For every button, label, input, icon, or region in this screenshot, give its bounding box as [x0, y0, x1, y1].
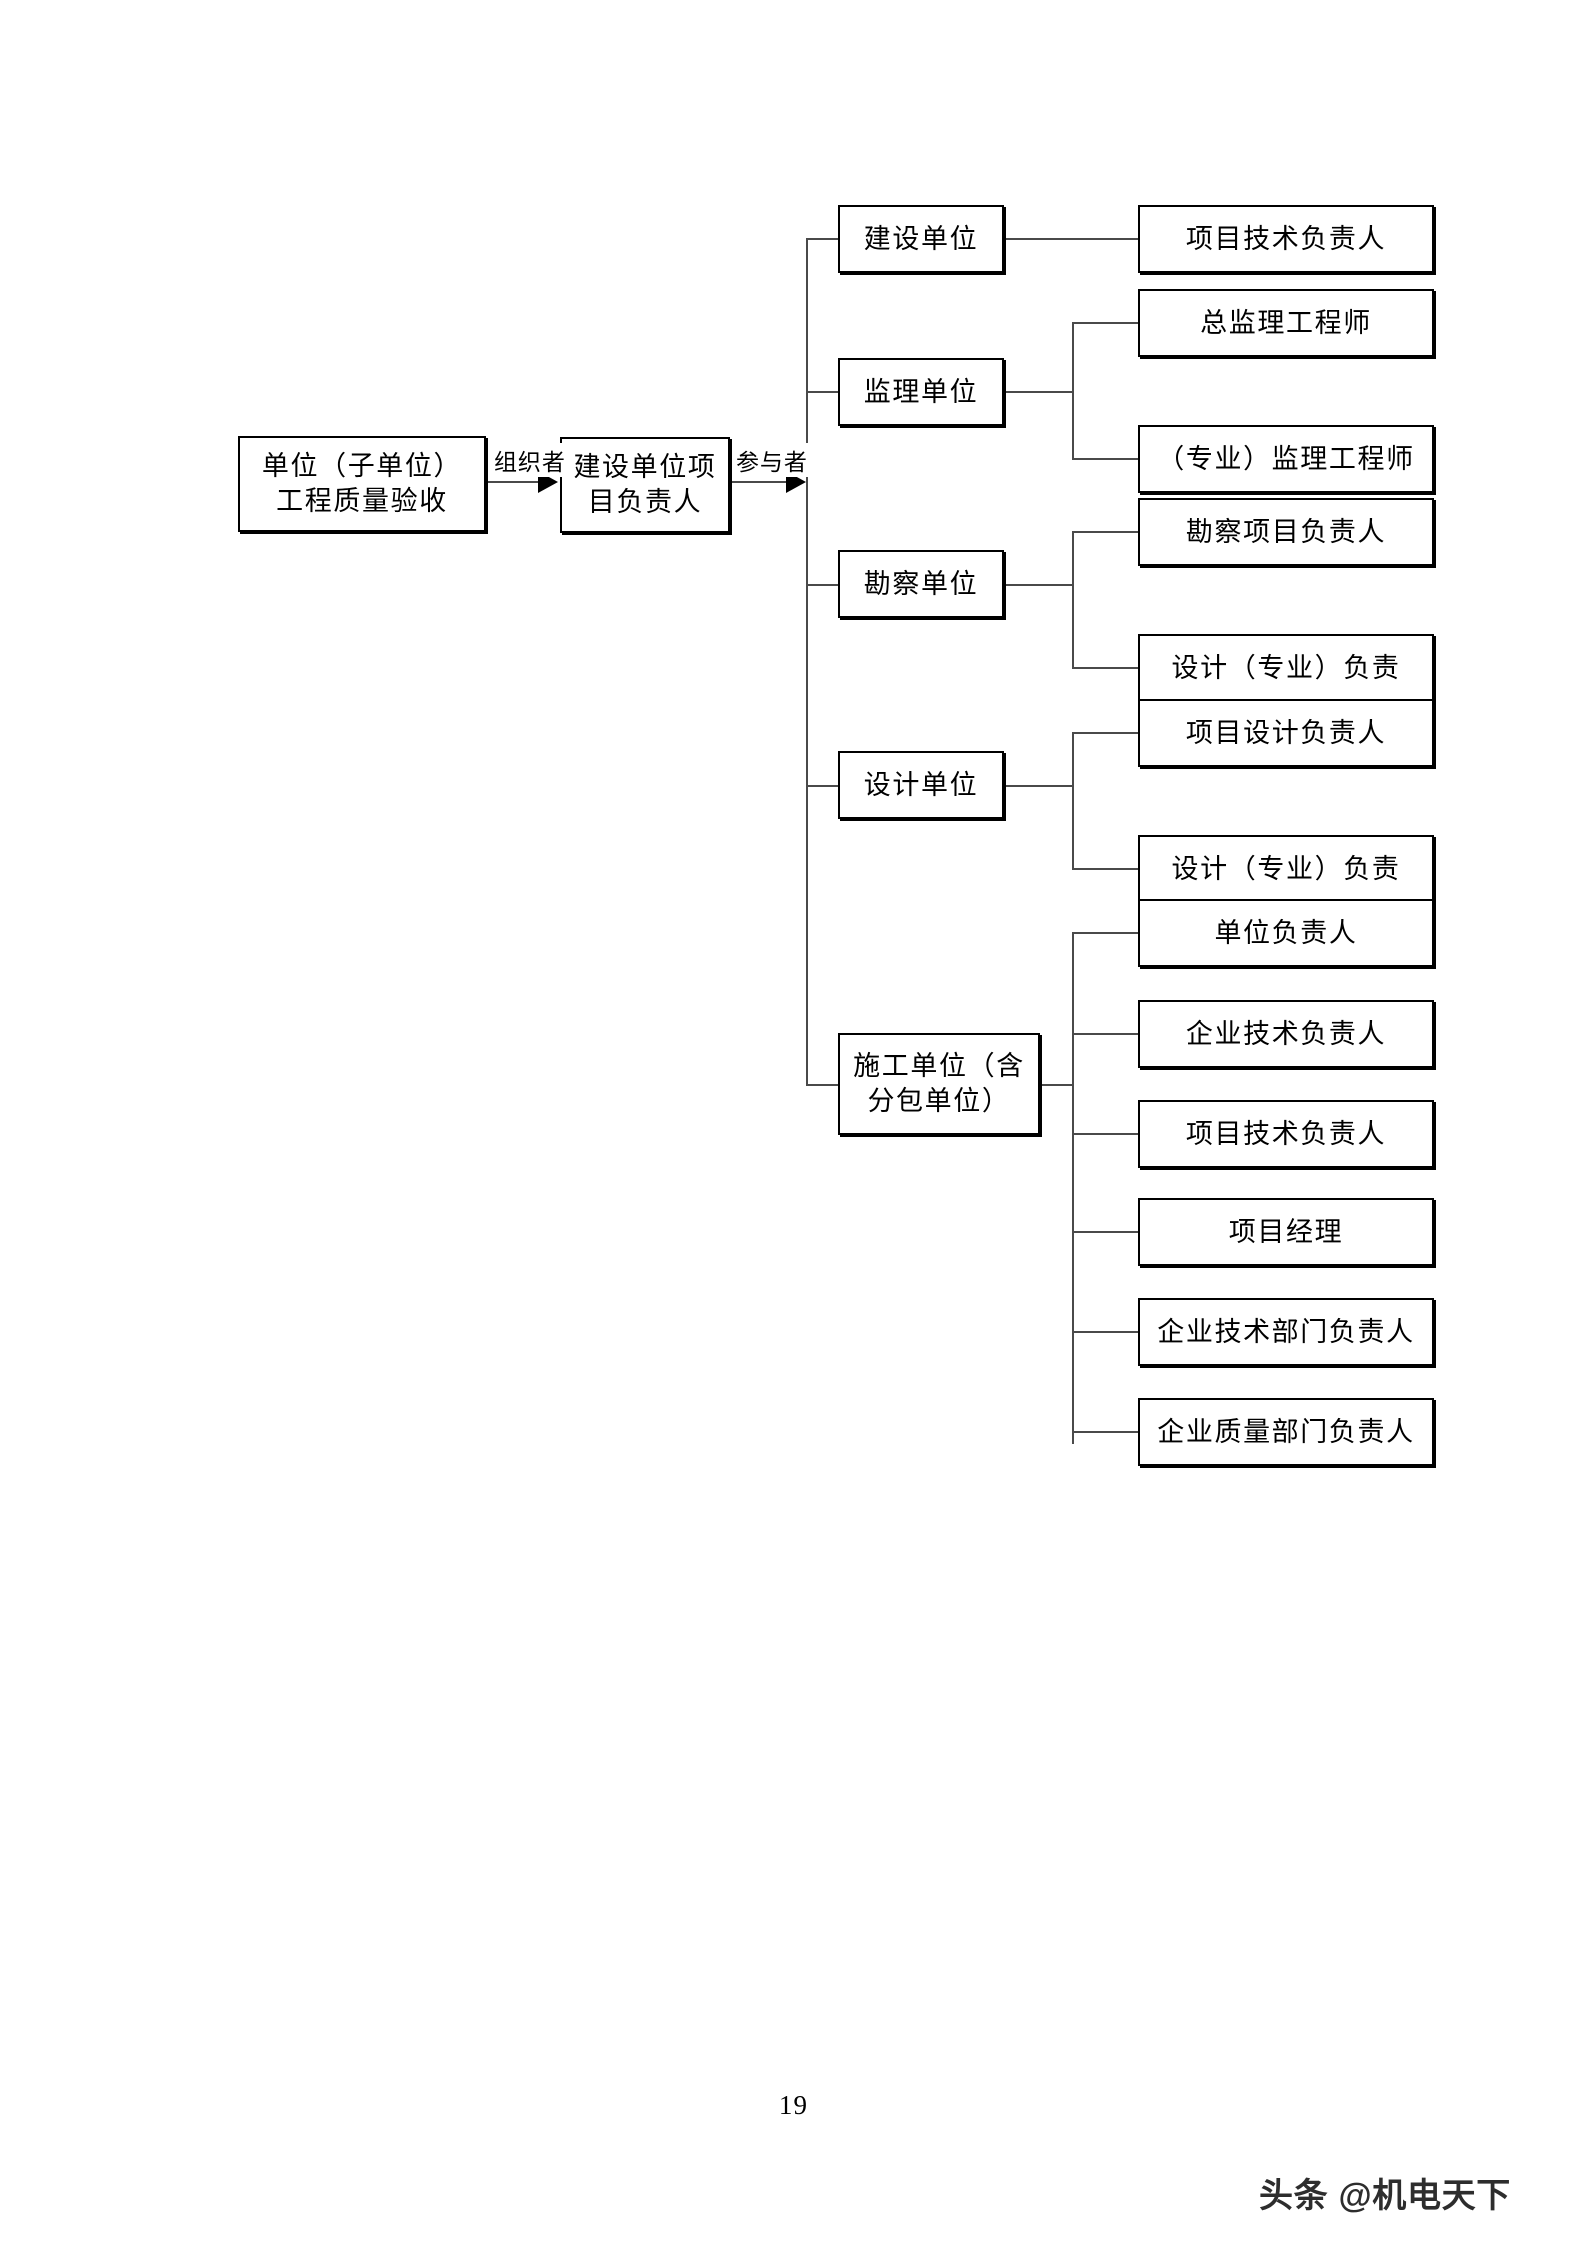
connector-unit-1-to-leaf-0 [1072, 322, 1140, 324]
node-project-manager-label: 建设单位项 目负责人 [573, 452, 717, 517]
connector-unit-4-to-leaf-3 [1072, 1231, 1140, 1233]
page-number: 19 [778, 2090, 809, 2120]
connector-unit-4-to-leaf-4 [1072, 1331, 1140, 1333]
connector-unit-3-to-leaf-1 [1072, 868, 1140, 870]
node-leaf-design-specialty-lead-label: 设计（专业）负责 [1171, 853, 1401, 884]
node-project-manager: 建设单位项 目负责人 [560, 437, 730, 533]
node-leaf-company-quality-dept-head: 企业质量部门负责人 [1138, 1398, 1434, 1466]
node-leaf-chief-supervision-engineer-label: 总监理工程师 [1200, 307, 1372, 338]
node-leaf-survey-specialty-lead-label: 设计（专业）负责 [1171, 652, 1401, 683]
connector-unit-2-to-leaf-1 [1072, 667, 1140, 669]
connector-trunk-to-unit-0 [806, 238, 840, 240]
node-leaf-project-manager-role: 项目经理 [1138, 1198, 1434, 1266]
node-leaf-survey-specialty-lead: 设计（专业）负责 [1138, 634, 1434, 702]
connector-trunk-to-unit-3 [806, 785, 840, 787]
connector-participant-line [730, 481, 788, 483]
connector-trunk-to-unit-1 [806, 391, 840, 393]
node-leaf-design-project-lead-label: 项目设计负责人 [1185, 717, 1387, 748]
connector-unit-2-to-leaf-0 [1072, 531, 1140, 533]
node-unit-design: 设计单位 [838, 751, 1004, 819]
connector-unit-3-stem [1004, 785, 1074, 787]
node-leaf-company-tech-dept-head-label: 企业技术部门负责人 [1157, 1316, 1415, 1347]
node-leaf-project-tech-head-label: 项目技术负责人 [1185, 1118, 1387, 1149]
connector-unit-1-to-leaf-1 [1072, 458, 1140, 460]
node-unit-construction-owner: 建设单位 [838, 205, 1004, 273]
node-unit-contractor-label: 施工单位（含 分包单位） [853, 1051, 1025, 1116]
node-unit-survey-label: 勘察单位 [863, 568, 979, 599]
edge-label-organizer: 组织者 [492, 443, 568, 477]
node-unit-design-label: 设计单位 [863, 769, 979, 800]
connector-unit-4-stem [1040, 1084, 1074, 1086]
connector-unit-4-to-leaf-1 [1072, 1033, 1140, 1035]
connector-unit-4-bracket [1072, 932, 1074, 1444]
connector-unit-2-stem [1004, 584, 1074, 586]
node-leaf-chief-supervision-engineer: 总监理工程师 [1138, 289, 1434, 357]
node-leaf-survey-project-lead-label: 勘察项目负责人 [1185, 516, 1387, 547]
node-leaf-company-quality-dept-head-label: 企业质量部门负责人 [1157, 1416, 1415, 1447]
node-leaf-specialty-supervision-engineer: （专业）监理工程师 [1138, 425, 1434, 493]
connector-trunk-to-unit-2 [806, 584, 840, 586]
connector-unit-4-to-leaf-0 [1072, 932, 1140, 934]
node-leaf-survey-project-lead: 勘察项目负责人 [1138, 498, 1434, 566]
node-leaf-company-head-label: 单位负责人 [1214, 917, 1358, 948]
node-leaf-specialty-supervision-engineer-label: （专业）监理工程师 [1157, 443, 1415, 474]
edge-label-participant: 参与者 [734, 443, 810, 477]
connector-unit-1-stem [1004, 391, 1074, 393]
node-leaf-company-tech-dept-head: 企业技术部门负责人 [1138, 1298, 1434, 1366]
connector-unit-3-bracket [1072, 732, 1074, 870]
node-leaf-company-head: 单位负责人 [1138, 899, 1434, 967]
connector-unit-1-bracket [1072, 322, 1074, 460]
node-leaf-owner-tech-lead: 项目技术负责人 [1138, 205, 1434, 273]
connector-unit-4-to-leaf-5 [1072, 1431, 1140, 1433]
node-leaf-owner-tech-lead-label: 项目技术负责人 [1185, 223, 1387, 254]
node-unit-survey: 勘察单位 [838, 550, 1004, 618]
node-root-acceptance: 单位（子单位） 工程质量验收 [238, 436, 486, 532]
node-leaf-project-tech-head: 项目技术负责人 [1138, 1100, 1434, 1168]
node-leaf-project-manager-role-label: 项目经理 [1228, 1216, 1344, 1247]
connector-unit-3-to-leaf-0 [1072, 732, 1140, 734]
node-leaf-company-tech-head-label: 企业技术负责人 [1185, 1018, 1387, 1049]
node-unit-supervision: 监理单位 [838, 358, 1004, 426]
node-root-acceptance-label: 单位（子单位） 工程质量验收 [261, 451, 463, 516]
node-leaf-design-project-lead: 项目设计负责人 [1138, 699, 1434, 767]
connector-unit-4-to-leaf-2 [1072, 1133, 1140, 1135]
node-leaf-design-specialty-lead: 设计（专业）负责 [1138, 835, 1434, 903]
node-unit-contractor: 施工单位（含 分包单位） [838, 1033, 1040, 1135]
connector-main-trunk [806, 238, 808, 1084]
connector-unit-0-to-leaf-0 [1004, 238, 1140, 240]
connector-trunk-to-unit-4 [806, 1084, 840, 1086]
node-unit-construction-owner-label: 建设单位 [863, 223, 979, 254]
connector-unit-2-bracket [1072, 531, 1074, 669]
node-unit-supervision-label: 监理单位 [863, 376, 979, 407]
node-leaf-company-tech-head: 企业技术负责人 [1138, 1000, 1434, 1068]
watermark: 头条 @机电天下 [1258, 2177, 1511, 2215]
connector-organizer-line [486, 481, 540, 483]
